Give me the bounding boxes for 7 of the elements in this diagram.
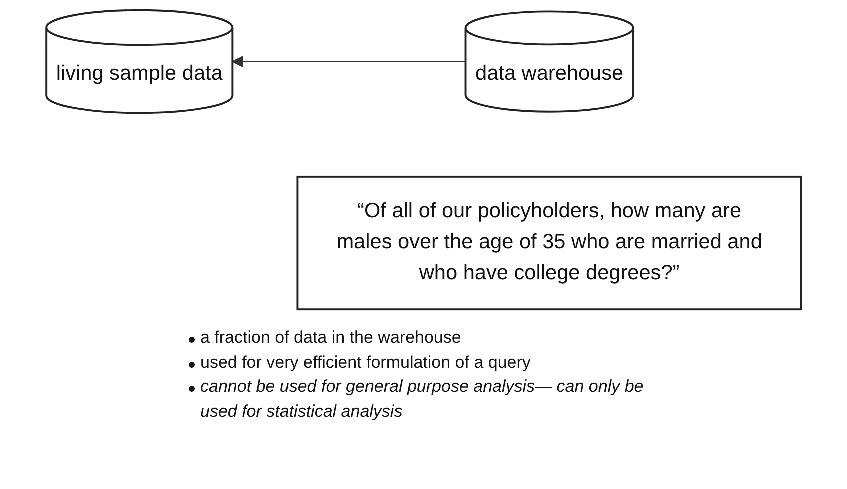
bullet-note: a fraction of data in the warehouse [200, 327, 462, 349]
database-cylinder: data warehouse [464, 10, 634, 113]
bullet-note: cannot be used for general purpose analysis— can only be used for statistical analysis [200, 376, 645, 423]
quote-box: “Of all of our policyholders, how many are males over the age of 35 who are married and who have college degrees?” [296, 176, 802, 311]
bullet-note: used for very efficient formulation of a query [200, 352, 531, 374]
database-cylinder: living sample data [45, 9, 234, 114]
arrow [232, 56, 466, 68]
